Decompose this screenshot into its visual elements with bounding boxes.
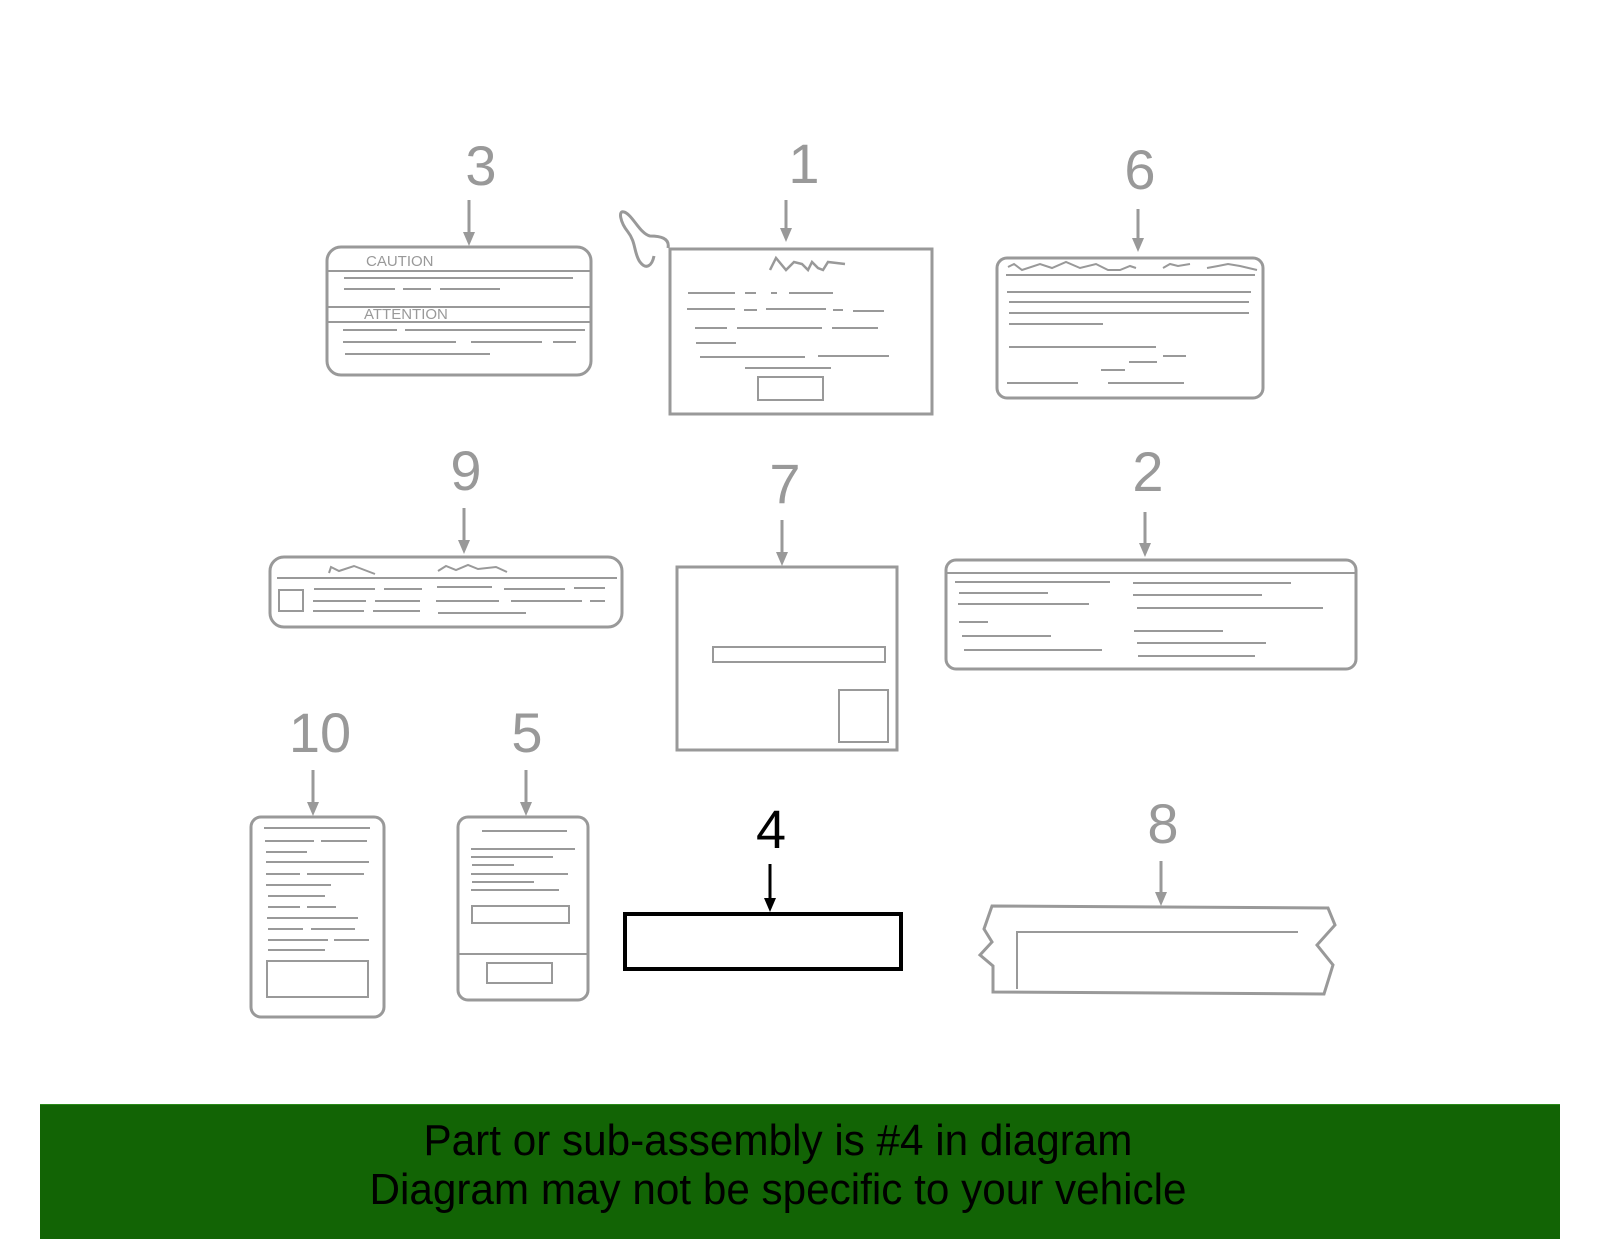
callout-3[interactable]: 3 (465, 134, 497, 197)
part-10-label[interactable] (249, 770, 386, 1019)
callout-2[interactable]: 2 (1132, 440, 1164, 503)
callout-7[interactable]: 7 (769, 452, 801, 515)
banner-disclaimer-text: Diagram may not be specific to your vehi… (369, 1165, 1187, 1214)
part-7-label[interactable] (675, 520, 899, 752)
part-3-label[interactable]: CAUTION ATTENTION (325, 200, 593, 377)
attention-text: ATTENTION (364, 306, 448, 323)
part-6-label[interactable] (995, 209, 1265, 400)
part-9-label[interactable] (268, 508, 624, 629)
callout-1[interactable]: 1 (788, 132, 820, 195)
part-5-label[interactable] (456, 770, 590, 1002)
part-4-label[interactable] (623, 864, 903, 971)
callout-6[interactable]: 6 (1124, 138, 1156, 201)
banner-part-text: Part or sub-assembly is #4 in diagram (423, 1116, 1133, 1165)
callout-4[interactable]: 4 (755, 800, 787, 860)
part-8-label[interactable] (977, 861, 1337, 996)
caution-text: CAUTION (366, 253, 434, 270)
callout-9[interactable]: 9 (450, 439, 482, 502)
part-1-label[interactable] (619, 200, 934, 416)
callout-5[interactable]: 5 (511, 701, 543, 764)
callout-10[interactable]: 10 (288, 701, 352, 764)
part-2-label[interactable] (944, 512, 1358, 671)
callout-8[interactable]: 8 (1147, 792, 1179, 855)
part-info-banner: Part or sub-assembly is #4 in diagram Di… (40, 1104, 1560, 1239)
